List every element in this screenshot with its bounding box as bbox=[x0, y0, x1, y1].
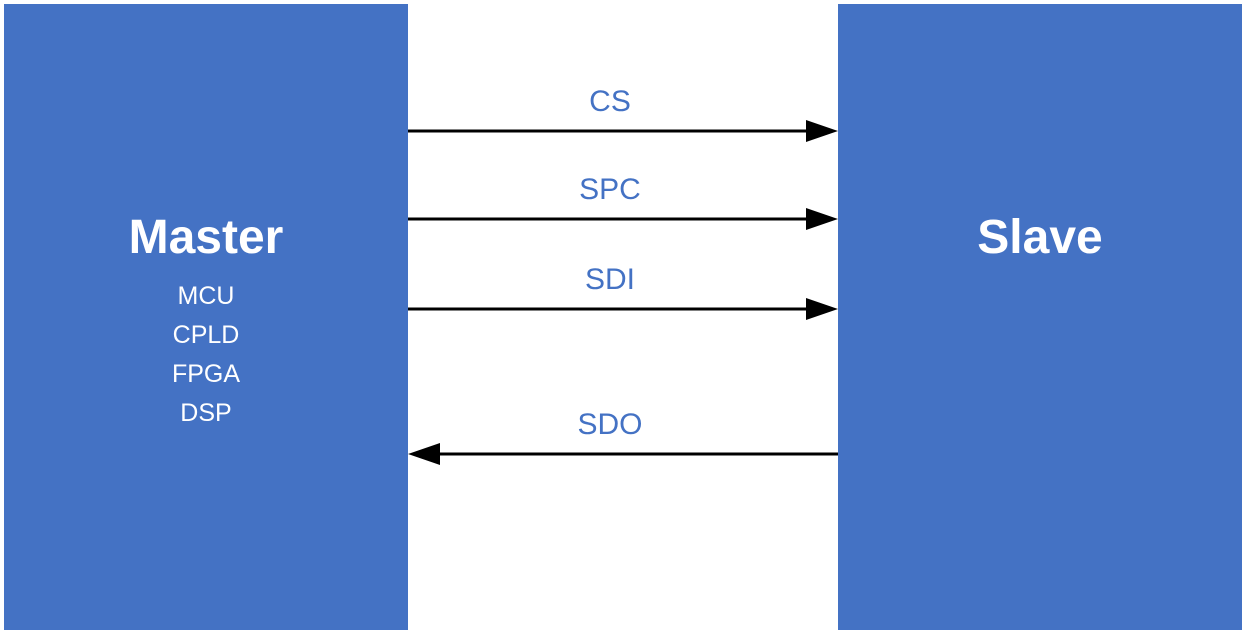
sdo-label: SDO bbox=[577, 408, 643, 441]
sdi-arrowhead bbox=[806, 298, 838, 320]
sdi-label: SDI bbox=[584, 263, 635, 296]
master-title: Master bbox=[128, 211, 284, 264]
device-item: FPGA bbox=[171, 360, 241, 388]
slave-title: Slave bbox=[977, 211, 1103, 264]
device-item: DSP bbox=[180, 399, 232, 427]
master-box: Master MCU CPLD FPGA DSP bbox=[4, 4, 408, 630]
sdo-arrowhead bbox=[408, 443, 440, 465]
slave-box: Slave bbox=[838, 4, 1242, 630]
master-device-list: MCU CPLD FPGA DSP bbox=[4, 277, 408, 433]
spc-arrowhead bbox=[806, 208, 838, 230]
cs-arrowhead bbox=[806, 120, 838, 142]
device-item: MCU bbox=[177, 282, 235, 310]
cs-label: CS bbox=[589, 85, 631, 118]
device-item: CPLD bbox=[172, 321, 240, 349]
spc-label: SPC bbox=[579, 173, 641, 206]
